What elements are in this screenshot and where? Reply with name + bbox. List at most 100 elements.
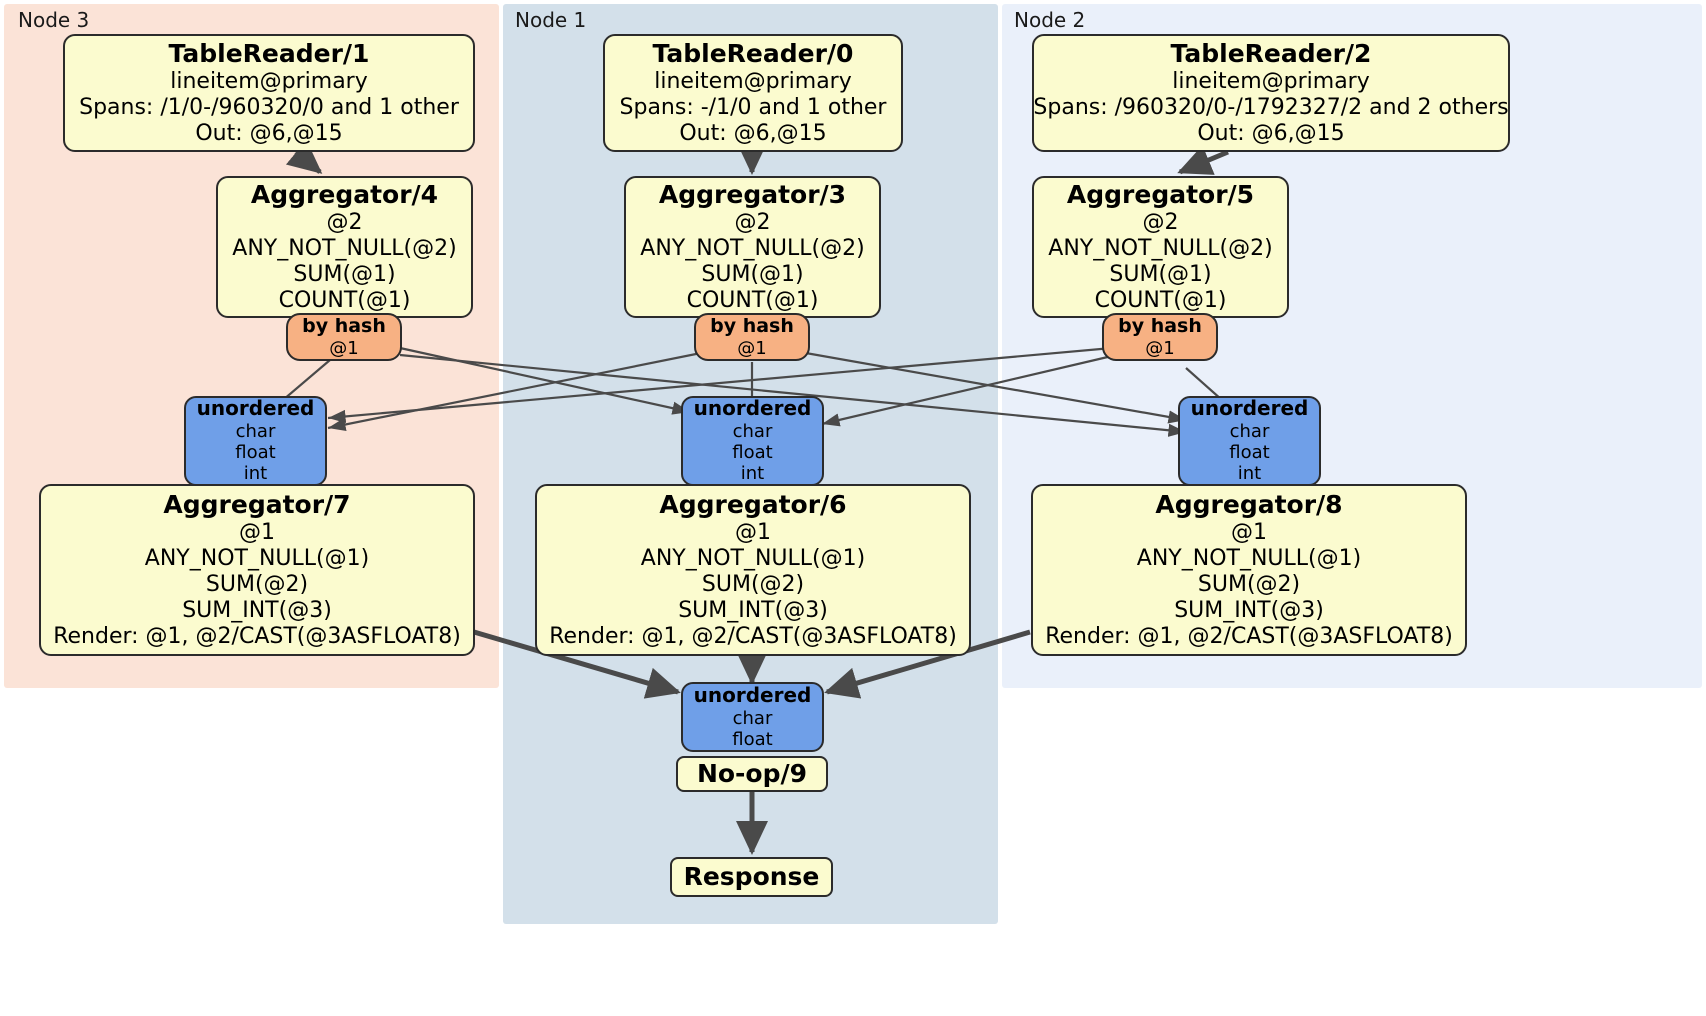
processor-detail-line: COUNT(@1)	[1094, 287, 1227, 313]
router-title: by hash	[302, 315, 386, 338]
processor-detail-line: @2	[326, 209, 363, 235]
processor-detail-line: Spans: /1/0-/960320/0 and 1 other	[79, 94, 459, 120]
processor-title: No-op/9	[696, 759, 808, 789]
processor-detail-line: SUM(@1)	[1109, 261, 1212, 287]
router-title: unordered	[196, 396, 315, 421]
input-router-unordered-left[interactable]: unordered char float int	[184, 396, 327, 486]
edge-hashC-to-unordR	[799, 350, 1187, 424]
processor-detail-line: COUNT(@1)	[686, 287, 819, 313]
processor-detail-line: SUM(@1)	[701, 261, 804, 287]
processor-aggregator-3[interactable]: Aggregator/3 @2 ANY_NOT_NULL(@2) SUM(@1)…	[624, 176, 881, 318]
processor-detail-line: lineitem@primary	[654, 68, 852, 94]
router-detail-line: float	[732, 442, 773, 464]
processor-detail-line: SUM(@2)	[1197, 571, 1301, 597]
router-detail-line: char	[235, 420, 276, 442]
processor-title: Aggregator/7	[163, 490, 351, 520]
router-detail-line: int	[1237, 463, 1262, 485]
panel-label-node-1: Node 1	[515, 8, 587, 32]
router-detail-line: @1	[329, 337, 359, 359]
processor-detail-line: COUNT(@1)	[278, 287, 411, 313]
processor-title: Aggregator/5	[1066, 180, 1255, 210]
processor-aggregator-5[interactable]: Aggregator/5 @2 ANY_NOT_NULL(@2) SUM(@1)…	[1032, 176, 1289, 318]
processor-detail-line: lineitem@primary	[1172, 68, 1370, 94]
router-title: unordered	[1190, 396, 1309, 421]
processor-detail-line: SUM_INT(@3)	[678, 597, 828, 623]
processor-detail-line: Render: @1, @2/CAST(@3ASFLOAT8)	[1045, 623, 1453, 649]
processor-title: Aggregator/3	[658, 180, 847, 210]
panel-label-node-3: Node 3	[18, 8, 90, 32]
router-detail-line: float	[1229, 442, 1270, 464]
processor-detail-line: Render: @1, @2/CAST(@3ASFLOAT8)	[53, 623, 461, 649]
processor-detail-line: @1	[239, 519, 275, 545]
processor-title: Response	[683, 862, 820, 892]
edge-hashL-to-unordL	[282, 359, 331, 401]
input-router-unordered-center[interactable]: unordered char float int	[681, 396, 824, 486]
edge-agg8-to-final	[824, 629, 1031, 699]
processor-detail-line: @1	[1231, 519, 1267, 545]
edge-tr2-to-agg5	[1177, 145, 1229, 175]
processor-detail-line: Spans: /960320/0-/1792327/2 and 2 others	[1033, 94, 1509, 120]
processor-detail-line: SUM_INT(@3)	[182, 597, 332, 623]
processor-title: TableReader/1	[168, 39, 370, 69]
processor-title: Aggregator/4	[250, 180, 439, 210]
processor-title: TableReader/2	[1170, 39, 1372, 69]
processor-title: TableReader/0	[652, 39, 854, 69]
processor-aggregator-8[interactable]: Aggregator/8 @1 ANY_NOT_NULL(@1) SUM(@2)…	[1031, 484, 1467, 656]
processor-aggregator-4[interactable]: Aggregator/4 @2 ANY_NOT_NULL(@2) SUM(@1)…	[216, 176, 473, 318]
processor-detail-line: ANY_NOT_NULL(@2)	[232, 235, 457, 261]
router-detail-line: @1	[737, 337, 767, 359]
output-router-by-hash-right[interactable]: by hash @1	[1102, 313, 1218, 361]
router-detail-line: float	[235, 442, 276, 464]
router-title: by hash	[1118, 315, 1202, 338]
router-title: by hash	[710, 315, 794, 338]
router-detail-line: char	[732, 420, 773, 442]
processor-title: Aggregator/8	[1155, 490, 1343, 520]
processor-aggregator-6[interactable]: Aggregator/6 @1 ANY_NOT_NULL(@1) SUM(@2)…	[535, 484, 971, 656]
processor-aggregator-7[interactable]: Aggregator/7 @1 ANY_NOT_NULL(@1) SUM(@2)…	[39, 484, 475, 656]
processor-detail-line: ANY_NOT_NULL(@2)	[640, 235, 865, 261]
edge-hashR-to-unordR	[1185, 367, 1223, 401]
processor-table-reader-0[interactable]: TableReader/0 lineitem@primary Spans: -/…	[603, 34, 903, 152]
edge-hashR-to-unordL	[327, 346, 1113, 424]
router-title: unordered	[693, 396, 812, 421]
input-router-unordered-right[interactable]: unordered char float int	[1178, 396, 1321, 486]
router-detail-line: char	[1229, 420, 1270, 442]
input-router-unordered-final[interactable]: unordered char float	[681, 682, 824, 752]
processor-detail-line: lineitem@primary	[170, 68, 368, 94]
processor-detail-line: SUM(@2)	[205, 571, 309, 597]
processor-detail-line: SUM_INT(@3)	[1174, 597, 1324, 623]
processor-table-reader-1[interactable]: TableReader/1 lineitem@primary Spans: /1…	[63, 34, 475, 152]
router-detail-line: int	[740, 463, 765, 485]
processor-detail-line: ANY_NOT_NULL(@1)	[640, 545, 866, 571]
processor-detail-line: SUM(@2)	[701, 571, 805, 597]
output-router-by-hash-left[interactable]: by hash @1	[286, 313, 402, 361]
router-detail-line: char	[732, 707, 773, 729]
processor-title: Aggregator/6	[659, 490, 847, 520]
processor-detail-line: Render: @1, @2/CAST(@3ASFLOAT8)	[549, 623, 957, 649]
processor-detail-line: @1	[735, 519, 771, 545]
processor-detail-line: ANY_NOT_NULL(@1)	[144, 545, 370, 571]
edge-tr1-to-agg4	[285, 139, 323, 174]
router-detail-line: @1	[1145, 337, 1175, 359]
processor-detail-line: Out: @6,@15	[1197, 120, 1345, 146]
processor-detail-line: Spans: -/1/0 and 1 other	[619, 94, 887, 120]
router-detail-line: float	[732, 728, 773, 750]
processor-response[interactable]: Response	[670, 857, 833, 897]
processor-detail-line: SUM(@1)	[293, 261, 396, 287]
edge-hashR-to-unordC	[821, 354, 1113, 427]
processor-noop-9[interactable]: No-op/9	[676, 756, 828, 792]
output-router-by-hash-center[interactable]: by hash @1	[694, 313, 810, 361]
processor-detail-line: ANY_NOT_NULL(@2)	[1048, 235, 1273, 261]
processor-detail-line: Out: @6,@15	[195, 120, 343, 146]
processor-detail-line: @2	[734, 209, 771, 235]
router-title: unordered	[693, 682, 812, 707]
processor-detail-line: ANY_NOT_NULL(@1)	[1136, 545, 1362, 571]
edge-hashC-to-unordL	[327, 350, 707, 432]
processor-detail-line: @2	[1142, 209, 1179, 235]
processor-table-reader-2[interactable]: TableReader/2 lineitem@primary Spans: /9…	[1032, 34, 1510, 152]
edge-agg7-to-final	[473, 629, 681, 699]
edge-hashL-to-unordR	[399, 353, 1187, 437]
panel-label-node-2: Node 2	[1014, 8, 1086, 32]
